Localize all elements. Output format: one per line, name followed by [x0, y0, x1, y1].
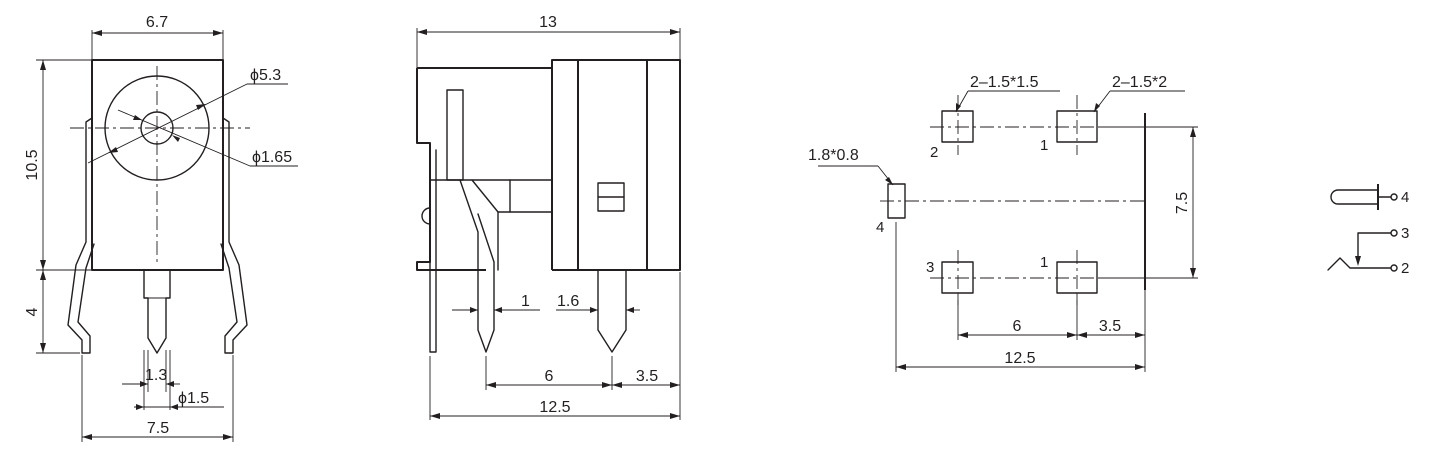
schematic-plug-tip [1330, 189, 1379, 205]
front-pin-diameter-label: ϕ1.5 [178, 390, 209, 407]
front-width-label: 6.7 [146, 14, 168, 31]
schematic-sleeve-contact [1327, 257, 1392, 271]
row-spacing-label: 7.5 [1174, 192, 1191, 214]
slot-label: 1.8*0.8 [808, 147, 859, 164]
jack-schematic: 4 3 2 [1327, 184, 1409, 277]
side-tab-width-label: 1 [521, 293, 530, 310]
front-outer-diameter-label: ϕ5.3 [250, 67, 281, 84]
schematic-switch-contact [1357, 232, 1392, 259]
front-inner-diameter-label: ϕ1.65 [252, 149, 292, 166]
side-ground-lead [429, 149, 437, 353]
side-pin-width-label: 1.6 [557, 293, 579, 310]
pad-top-right [1056, 110, 1098, 143]
fp-overall-label: 12.5 [1004, 350, 1035, 367]
fp-front-offset-label: 3.5 [1099, 318, 1121, 335]
pad-bottom-right [1056, 261, 1098, 294]
front-pin-width-label: 1.3 [145, 367, 167, 384]
side-body-left [416, 68, 486, 271]
side-top-tab [446, 89, 464, 181]
front-body [91, 59, 224, 271]
fp-pin-spacing-label: 6 [1013, 318, 1022, 335]
pin-num-top-left: 2 [930, 144, 938, 161]
front-lead-span-label: 7.5 [147, 420, 169, 437]
pad-b-label: 2–1.5*2 [1112, 74, 1167, 91]
side-view: 13 1 1.6 [416, 14, 681, 420]
pin-num-top-right: 1 [1040, 137, 1048, 154]
pin-num-slot: 4 [876, 219, 884, 236]
front-lead-length-label: 4 [24, 307, 41, 316]
side-latch [421, 207, 431, 225]
side-length-label: 13 [539, 14, 557, 31]
side-right-pin [597, 269, 627, 353]
front-view: 6.7 10.5 4 ϕ5.3 [24, 14, 298, 442]
side-body-outline [417, 59, 681, 271]
front-body-height-label: 10.5 [24, 149, 41, 180]
dim-front-width: 6.7 [91, 14, 224, 60]
side-lead-span-label: 12.5 [539, 399, 570, 416]
schematic-pin-2: 2 [1401, 260, 1409, 277]
pcb-footprint: 2 1 4 3 1 2–1.5*1.5 2–1.5*2 1.8*0.8 7.5 [808, 74, 1198, 372]
dim-front-lead-length: 4 [24, 270, 80, 354]
pad-a-label: 2–1.5*1.5 [970, 74, 1039, 91]
pin-num-bottom-right: 1 [1040, 254, 1048, 271]
schematic-pin-3: 3 [1401, 225, 1409, 242]
front-center-pin [143, 269, 171, 354]
pin-num-bottom-left: 3 [926, 259, 934, 276]
pad-slot [887, 183, 906, 219]
pad-top-left [941, 110, 974, 143]
pad-bottom-left [941, 261, 974, 294]
front-right-lead [220, 117, 248, 354]
side-front-offset-label: 3.5 [636, 368, 658, 385]
side-pin-spacing-label: 6 [545, 368, 554, 385]
front-left-lead [67, 117, 95, 354]
side-spring-lead [459, 179, 495, 353]
schematic-pin-4: 4 [1401, 189, 1409, 206]
dim-front-body-height: 10.5 [24, 59, 92, 271]
